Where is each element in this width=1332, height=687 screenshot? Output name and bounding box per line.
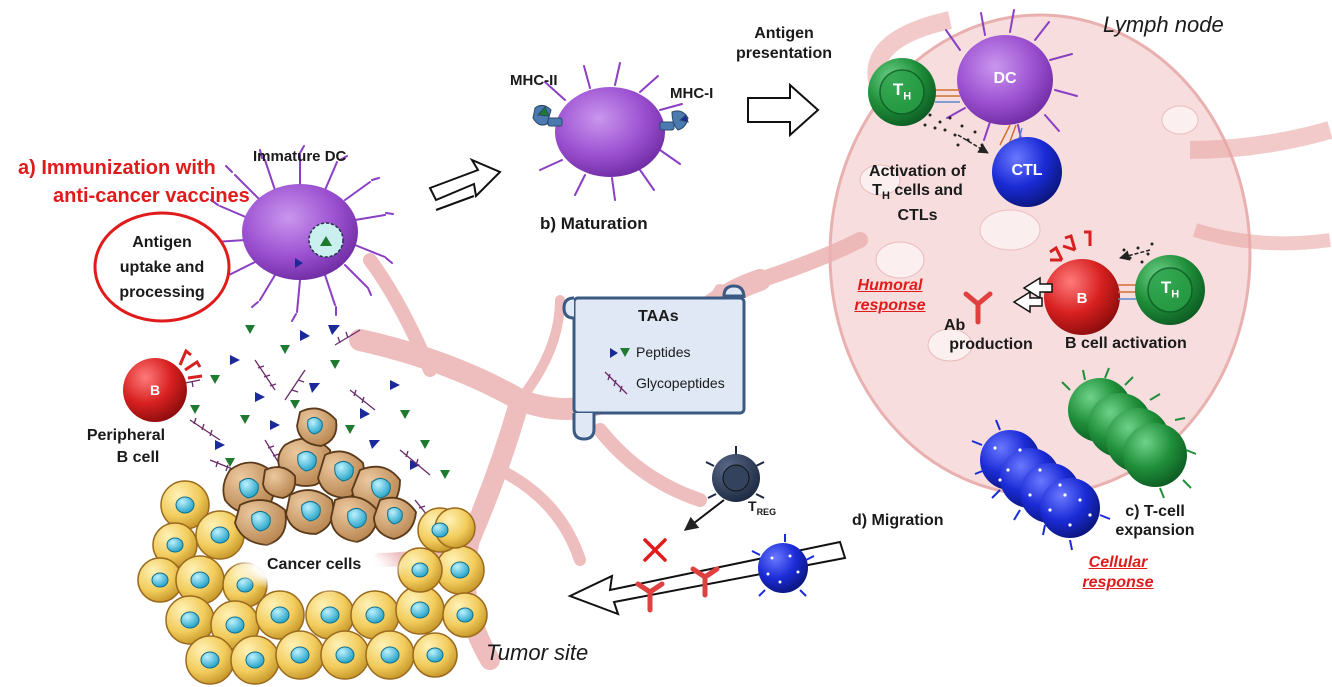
- dc-cell-label: DC: [993, 70, 1017, 87]
- treg-sub: REG: [756, 506, 777, 517]
- b-th-synapse: [1118, 284, 1136, 300]
- antigen-uptake-ellipse: [93, 211, 231, 323]
- tumor-site-label: Tumor site: [486, 640, 589, 665]
- legend-peptides: Peptides: [636, 344, 691, 360]
- green-t-cell-stack: [1061, 367, 1197, 499]
- treg-inhibit-arrow: [683, 499, 725, 531]
- th-cell-top: [868, 58, 936, 126]
- taa-legend-scroll: [562, 284, 746, 441]
- arrow-b-to-lymph: [747, 82, 820, 138]
- cellular-line1: Cellular: [1088, 554, 1148, 571]
- step-a-title: a) Immunization with anti-cancer vaccine…: [18, 154, 250, 210]
- activation-line3: CTLs: [897, 207, 938, 225]
- cytokine-dots: [923, 113, 984, 147]
- mhc-i-receptor: [659, 110, 689, 131]
- b-cell-activation-label: B cell activation: [1065, 335, 1187, 352]
- migrating-ctl: [751, 534, 815, 597]
- step-c-label: c) T-cell expansion: [1100, 502, 1210, 540]
- treg-cell: [705, 446, 765, 502]
- ctl-cell: [992, 137, 1062, 207]
- th-top-main: T: [892, 80, 904, 99]
- legend-glycopeptides: Glycopeptides: [636, 375, 725, 391]
- th-cell-bottom: [1135, 255, 1205, 325]
- peripheral-b-cell: [123, 348, 203, 422]
- ab-arrows: [1012, 276, 1053, 314]
- mhc-ii-receptor: [532, 104, 563, 127]
- treg-main: T: [748, 498, 757, 514]
- activation-line1: Activation of: [869, 163, 966, 180]
- b-cell-lymph-label: B: [1076, 290, 1088, 307]
- th-bottom-sub: H: [1171, 288, 1180, 301]
- step-c-line2: expansion: [1115, 522, 1195, 539]
- th-cell-top-label: TH: [882, 80, 922, 102]
- peripheral-b-cell-label: Peripheral B cell: [70, 425, 182, 469]
- lymph-b-cell: [1044, 230, 1120, 335]
- antigen-presentation-line1: Antigen: [754, 25, 814, 42]
- immature-dc-cell: [205, 145, 394, 322]
- th-top-sub: H: [903, 90, 912, 103]
- immature-dc-label: Immature DC: [253, 148, 347, 165]
- tumor-mass: [137, 407, 488, 685]
- mature-dc-cell: [532, 62, 689, 201]
- peripheral-line1: Peripheral: [86, 427, 166, 444]
- th-bottom-main: T: [1160, 278, 1172, 297]
- step-d-label: d) Migration: [852, 512, 944, 529]
- antibody-icon-lymph: [963, 291, 993, 325]
- antigen-uptake-line2: uptake and: [119, 259, 205, 276]
- step-b-label: b) Maturation: [540, 214, 648, 233]
- th-cell-bottom-label: TH: [1150, 278, 1190, 300]
- ab-production-label: Ab production: [938, 316, 1044, 354]
- humoral-line2: response: [854, 297, 926, 314]
- peripheral-b-cell-letter: B: [149, 382, 161, 398]
- activation-line2: TH cells and: [855, 181, 980, 206]
- lymph-node-label: Lymph node: [1103, 12, 1224, 37]
- activation-line2-sub: H: [881, 190, 890, 203]
- inhibition-cross: [643, 538, 667, 562]
- humoral-response-label: Humoral response: [840, 276, 940, 316]
- cancer-cells-label: Cancer cells: [267, 556, 362, 573]
- activation-line2-post: cells and: [889, 182, 963, 199]
- activation-line2-pre: T: [872, 182, 882, 199]
- legend-title: TAAs: [638, 308, 679, 325]
- ctl-cell-label: CTL: [1011, 162, 1043, 179]
- antigen-uptake-label: Antigen uptake and processing: [100, 230, 224, 305]
- cellular-response-label: Cellular response: [1068, 553, 1168, 593]
- ab-production-line1: Ab: [944, 317, 966, 334]
- cellular-line2: response: [1082, 574, 1154, 591]
- antigen-presentation-label: Antigen presentation: [725, 24, 843, 64]
- activation-label: Activation of TH cells and CTLs: [855, 162, 980, 225]
- step-c-line1: c) T-cell: [1125, 503, 1185, 520]
- ab-production-line2: production: [949, 336, 1033, 353]
- antigen-uptake-line1: Antigen: [132, 234, 192, 251]
- antigen-presentation-line2: presentation: [735, 45, 832, 62]
- antibodies-migration: [635, 566, 720, 613]
- treg-label: TREG: [748, 498, 776, 517]
- peripheral-line2: B cell: [116, 449, 160, 466]
- antigen-uptake-line3: processing: [119, 284, 205, 301]
- step-a-line2: anti-cancer vaccines: [53, 185, 250, 207]
- mhc-i-label: MHC-I: [670, 85, 714, 102]
- mhc-ii-label: MHC-II: [510, 72, 558, 89]
- humoral-line1: Humoral: [857, 277, 923, 294]
- cancer-cells-glow: [228, 538, 408, 594]
- blue-ctl-stack: [971, 419, 1111, 551]
- arrow-a-to-b: [428, 157, 502, 202]
- step-a-line1: a) Immunization with: [18, 157, 216, 179]
